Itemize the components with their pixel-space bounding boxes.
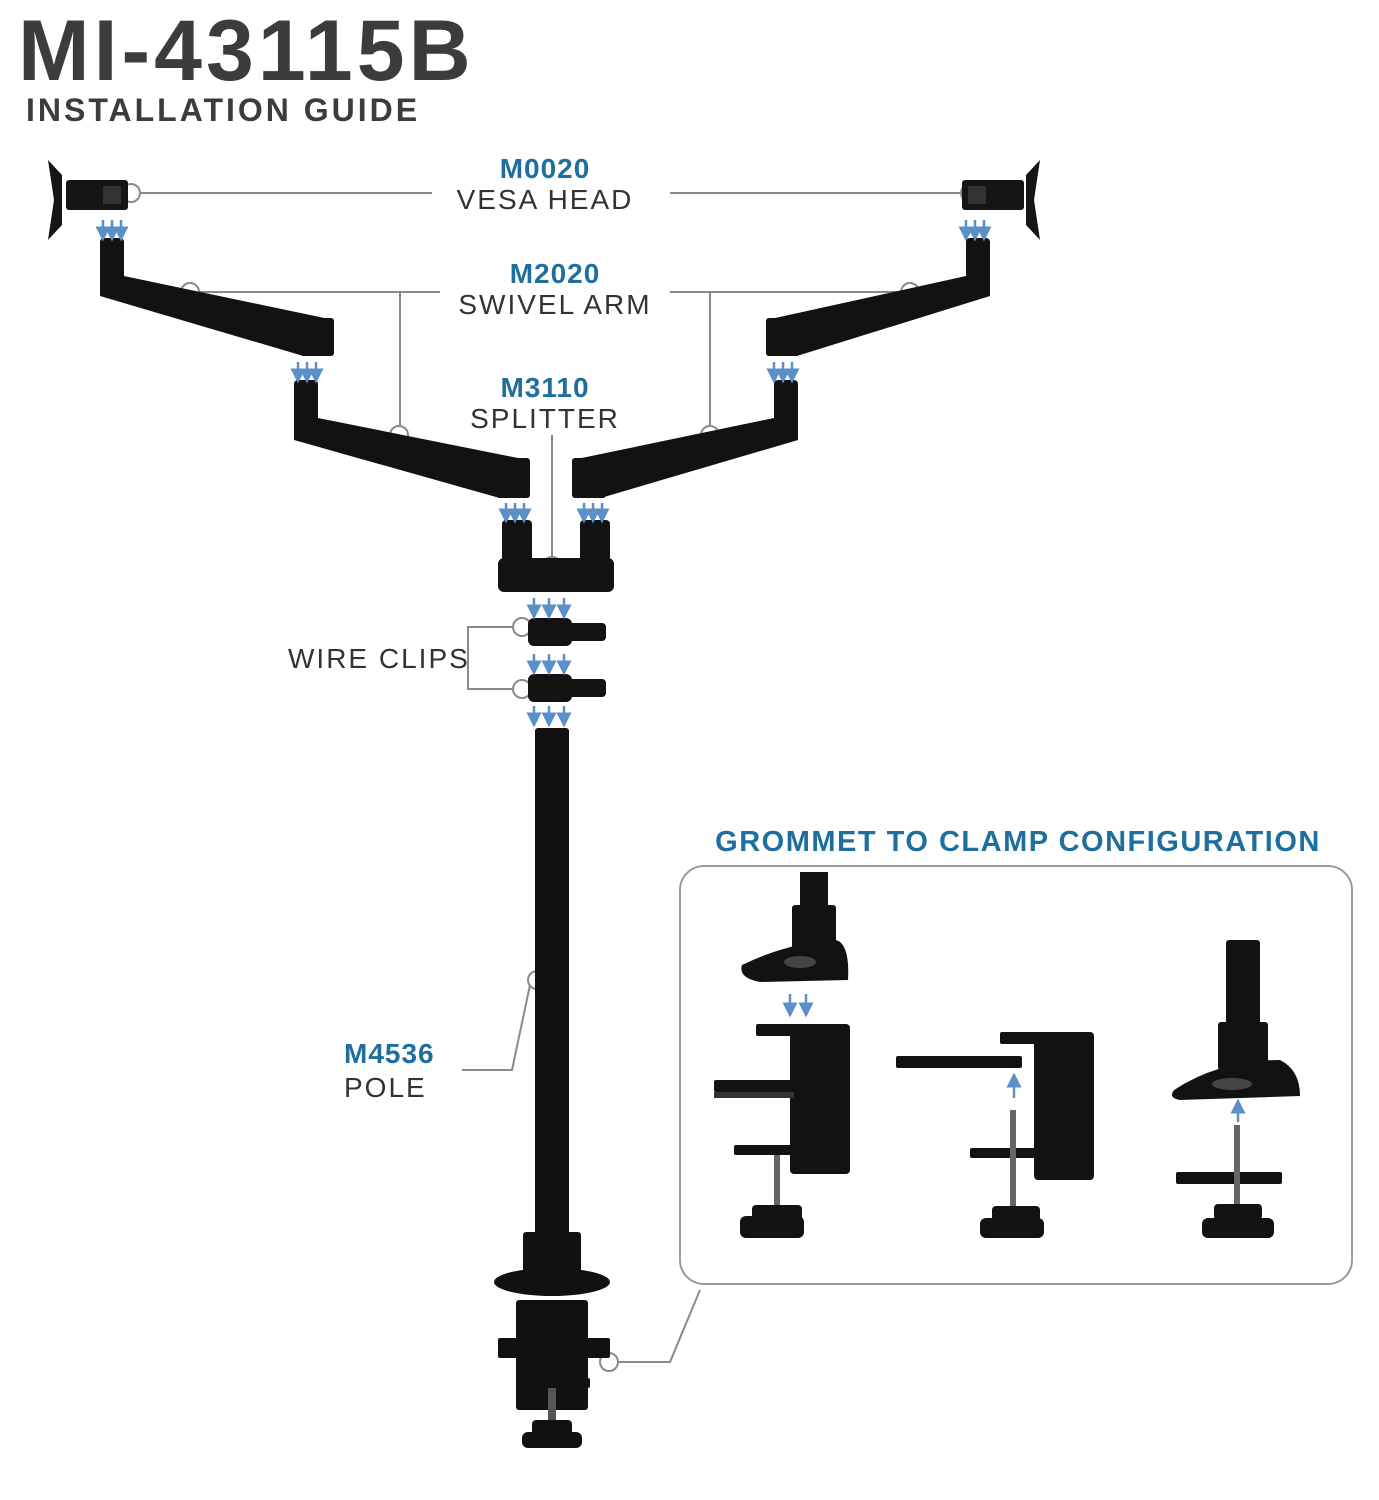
installation-guide-subtitle: INSTALLATION GUIDE <box>26 92 421 128</box>
inset-title: GROMMET TO CLAMP CONFIGURATION <box>715 826 1321 858</box>
leader-clamp <box>616 1289 701 1363</box>
pole-name: POLE <box>344 1072 427 1103</box>
vesa-head-right <box>962 160 1040 240</box>
model-title: MI-43115B <box>18 3 475 99</box>
leader-lines <box>140 192 962 1363</box>
swivel-arm-label: M2020 SWIVEL ARM <box>440 260 670 319</box>
inset-clamp-parts <box>896 1032 1094 1238</box>
splitter-code: M3110 <box>500 372 590 403</box>
splitter-label: M3110 SPLITTER <box>450 374 640 433</box>
pole <box>494 728 610 1296</box>
swivel-arm-right-upper <box>766 238 990 356</box>
leader-pole <box>462 984 531 1071</box>
splitter <box>498 520 614 592</box>
leader-wire-clips <box>467 626 520 690</box>
inset-box <box>679 865 1353 1285</box>
swivel-arm-code: M2020 <box>509 258 601 289</box>
wire-clips-label: WIRE CLIPS <box>288 643 470 674</box>
inset-arrows-1 <box>782 994 814 1018</box>
inset-grommet-base <box>741 872 849 982</box>
vesa-head-label: M0020 VESA HEAD <box>440 155 650 214</box>
inset-grommet-assembly <box>1172 940 1300 1238</box>
splitter-name: SPLITTER <box>470 403 620 434</box>
inset-clamp-assembled <box>714 1024 850 1238</box>
base-clamp <box>498 1300 610 1448</box>
wire-clip-lower <box>528 674 606 702</box>
pole-label: M4536 POLE <box>344 1040 435 1102</box>
vesa-head-left <box>48 160 128 240</box>
pole-code: M4536 <box>344 1038 435 1069</box>
swivel-arm-left-lower <box>294 380 530 498</box>
swivel-arm-left-upper <box>100 238 334 356</box>
assembly-arrows <box>95 220 992 728</box>
swivel-arm-name: SWIVEL ARM <box>458 289 652 320</box>
wire-clip-upper <box>528 618 606 646</box>
vesa-head-code: M0020 <box>499 153 591 184</box>
swivel-arm-right-lower <box>572 380 798 498</box>
vesa-head-name: VESA HEAD <box>456 184 634 215</box>
